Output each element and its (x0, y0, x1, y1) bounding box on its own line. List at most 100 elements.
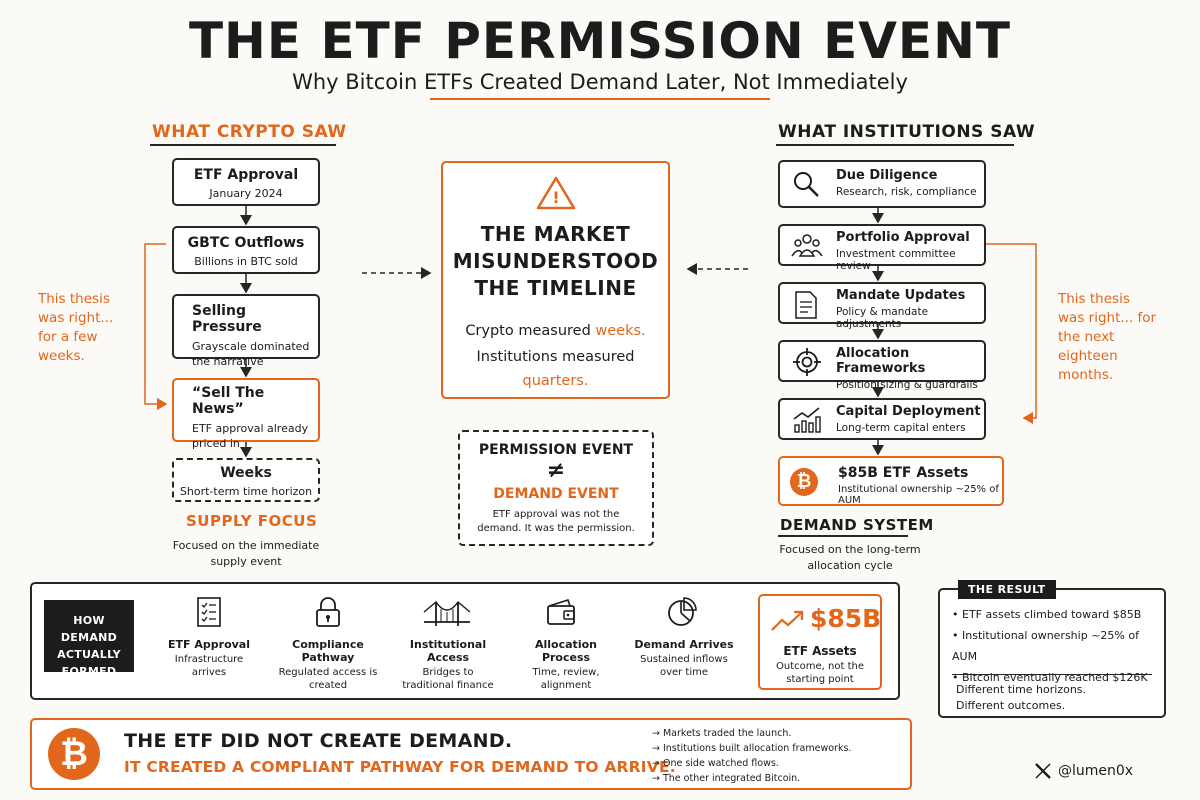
people-icon (791, 234, 823, 257)
inst-etf-assets-box: ₿ $85B ETF Assets Institutional ownershi… (778, 456, 1004, 506)
bitcoin-icon: ₿ (790, 468, 818, 496)
warning-glyph: ! (552, 188, 560, 207)
result-label: THE RESULT (958, 580, 1056, 599)
permission-note: ETF approval was not the demand. It was … (477, 509, 635, 534)
crypto-heading: WHAT CRYPTO SAW (152, 122, 347, 142)
flow-step-title: Allocation Process (535, 638, 597, 664)
flow-step-title: Demand Arrives (634, 638, 734, 651)
result-footer: Different time horizons. Different outco… (956, 683, 1087, 712)
checklist-icon (197, 597, 221, 627)
flow-final-title: ETF Assets (783, 644, 857, 658)
crypto-item-gbtc-outflows: GBTC Outflows Billions in BTC sold (172, 226, 320, 274)
flow-step-compliance-pathway: Compliance Pathway Regulated access is c… (278, 638, 378, 692)
bottom-headline: THE ETF DID NOT CREATE DEMAND. (124, 730, 513, 752)
crypto-item-sub: Billions in BTC sold (194, 255, 298, 268)
result-list: • ETF assets climbed toward $85B • Insti… (952, 604, 1162, 688)
bottom-bullet-text: One side watched flows. (662, 758, 779, 769)
flow-step-sub: Bridges to traditional finance (402, 667, 494, 691)
crypto-thesis-note: This thesis was right... for a few weeks… (38, 291, 114, 364)
flow-step-sub: Regulated access is created (278, 667, 378, 691)
flow-step-institutional-access: Institutional Access Bridges to traditio… (398, 638, 498, 692)
horizon-sub: Short-term time horizon (179, 485, 313, 498)
center-line-1: Crypto measured weeks. (447, 319, 664, 343)
crypto-item-sub: January 2024 (209, 187, 283, 200)
crypto-item-title: Selling Pressure (192, 303, 262, 335)
demand-system-title: DEMAND SYSTEM (780, 516, 934, 534)
crypto-horizon-box: Weeks Short-term time horizon (172, 458, 320, 502)
inst-item-sub: Position sizing & guardrails (836, 379, 978, 391)
bitcoin-icon: ₿ (48, 728, 100, 780)
result-item: • ETF assets climbed toward $85B (952, 608, 1142, 621)
permission-top: PERMISSION EVENT (478, 442, 634, 458)
center-line-2-a: Institutions measured (476, 349, 635, 365)
bottom-bullet-text: Institutions built allocation frameworks… (662, 743, 852, 754)
inst-item-portfolio-approval: Portfolio Approval Investment committee … (778, 224, 986, 272)
demand-system-sub: Focused on the long-term allocation cycl… (779, 543, 921, 572)
flow-step-sub: Time, review, alignment (532, 667, 600, 691)
pie-chart-icon (668, 597, 697, 626)
inst-item-sub: Policy & mandate adjustments (836, 306, 929, 330)
inst-item-title: Capital Deployment (836, 404, 981, 419)
inst-item-capital-deployment: Capital Deployment Long-term capital ent… (778, 398, 986, 440)
permission-bottom: DEMAND EVENT (493, 486, 619, 502)
center-quarters: quarters. (522, 373, 589, 389)
institutions-heading-underline (776, 144, 1014, 146)
subtitle-underline (430, 98, 770, 100)
magnifier-icon (794, 172, 819, 197)
page-title: THE ETF PERMISSION EVENT (188, 12, 1012, 70)
center-line-2: Institutions measured quarters. (447, 345, 664, 393)
trend-up-icon (771, 610, 804, 631)
bottom-bullet-text: The other integrated Bitcoin. (662, 773, 801, 784)
flow-step-sub: Sustained inflows over time (640, 654, 728, 678)
horizon-title: Weeks (220, 465, 272, 481)
demand-flow-panel: HOW DEMAND ACTUALLY FORMED ETF Approval … (30, 582, 900, 700)
bottom-banner: ₿ THE ETF DID NOT CREATE DEMAND. IT CREA… (30, 718, 912, 790)
flow-step-title: Institutional Access (409, 638, 487, 664)
inst-item-sub: Investment committee review (836, 248, 956, 272)
flow-step-allocation-process: Allocation Process Time, review, alignme… (516, 638, 616, 692)
permission-event-box: PERMISSION EVENT ≠ DEMAND EVENT ETF appr… (458, 430, 654, 546)
not-equal-icon: ≠ (546, 458, 566, 483)
inst-item-title: Allocation Frameworks (836, 346, 926, 376)
crypto-item-selling-pressure: Selling Pressure Grayscale dominated the… (172, 294, 320, 368)
page-subtitle: Why Bitcoin ETFs Created Demand Later, N… (292, 70, 908, 94)
center-title: THE MARKET MISUNDERSTOOD THE TIMELINE (452, 222, 659, 300)
credit-handle[interactable]: @lumen0x (1058, 763, 1134, 779)
crypto-item-title: ETF Approval (193, 167, 299, 183)
center-weeks: weeks. (595, 323, 646, 339)
bottom-bullet: → Markets traded the launch. (652, 728, 792, 739)
result-panel: THE RESULT • ETF assets climbed toward $… (938, 580, 1166, 718)
institutions-heading: WHAT INSTITUTIONS SAW (778, 122, 1036, 142)
lock-icon (316, 597, 340, 627)
wallet-icon (547, 599, 575, 625)
crypto-item-title: GBTC Outflows (187, 235, 305, 251)
flow-step-demand-arrives: Demand Arrives Sustained inflows over ti… (634, 638, 734, 679)
warning-icon (536, 176, 576, 210)
result-item: • Institutional ownership ~25% of AUM (952, 629, 1139, 663)
inst-item-mandate-updates: Mandate Updates Policy & mandate adjustm… (778, 282, 986, 330)
bottom-bullet: → Institutions built allocation framewor… (652, 743, 852, 754)
credit[interactable]: @lumen0x (1034, 762, 1133, 780)
inst-item-title: Mandate Updates (836, 288, 966, 303)
institutions-thesis-note: This thesis was right... for the next ei… (1058, 291, 1157, 383)
growth-chart-icon (793, 407, 821, 433)
crypto-item-etf-approval: ETF Approval January 2024 (172, 158, 320, 206)
market-misunderstood-panel: ! THE MARKET MISUNDERSTOOD THE TIMELINE … (441, 161, 670, 399)
flow-step-title: Compliance Pathway (292, 638, 364, 664)
document-icon (795, 291, 817, 319)
result-divider (952, 674, 1152, 675)
flow-label: HOW DEMAND ACTUALLY FORMED (44, 600, 134, 678)
inst-item-title: Portfolio Approval (836, 230, 970, 245)
inst-item-due-diligence: Due Diligence Research, risk, compliance (778, 160, 986, 208)
supply-focus-sub: Focused on the immediate supply event (172, 539, 320, 568)
flow-final-value: $85B (810, 604, 882, 633)
crypto-item-title: “Sell The News” (192, 385, 265, 417)
demand-system-underline (778, 535, 908, 537)
inst-item-sub: Research, risk, compliance (836, 186, 977, 198)
x-logo-icon (1035, 763, 1051, 779)
bottom-subline: IT CREATED A COMPLIANT PATHWAY FOR DEMAN… (124, 758, 676, 776)
center-line-1-a: Crypto measured (465, 323, 596, 339)
bottom-bullet: → One side watched flows. (652, 758, 779, 769)
crypto-item-sell-the-news: “Sell The News” ETF approval already pri… (172, 378, 320, 450)
flow-final-box: $85B ETF Assets Outcome, not the startin… (758, 594, 882, 690)
